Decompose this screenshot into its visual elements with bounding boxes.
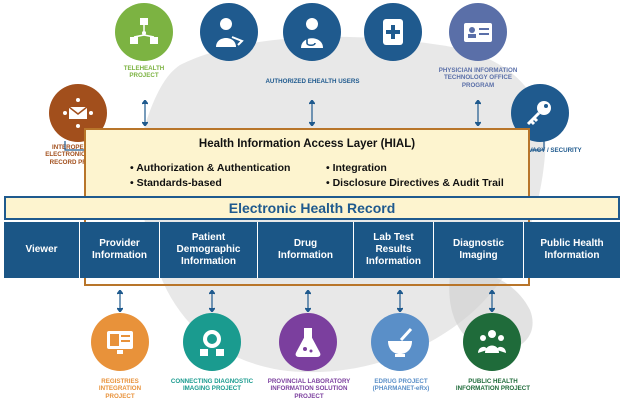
arrow-public-health [489, 290, 495, 312]
patient-icon [200, 3, 258, 61]
hial-bullet-integration: • Integration [326, 162, 387, 174]
arrow-imaging [209, 290, 215, 312]
ehr-cell-provider: Provider Information [80, 222, 160, 278]
ehr-cell-imaging: Diagnostic Imaging [434, 222, 524, 278]
mortar-icon [371, 313, 429, 371]
ehr-cell-lab: Lab Test Results Information [354, 222, 434, 278]
hial-bullet-standards: • Standards-based [130, 177, 222, 189]
authorized-users-label: AUTHORIZED EHEALTH USERS [265, 78, 360, 85]
doctor-icon [283, 3, 341, 61]
physician-it-label: PHYSICIAN INFORMATION TECHNOLOGY OFFICE … [438, 67, 518, 89]
hial-bullet-disclosure: • Disclosure Directives & Audit Trail [326, 177, 504, 189]
arrow-registries [117, 290, 123, 312]
id-card-icon [449, 3, 507, 61]
ehr-cell-public-health: Public Health Information [524, 222, 620, 278]
ehr-cell-viewer: Viewer [4, 222, 80, 278]
registry-icon [91, 313, 149, 371]
ehr-title: Electronic Health Record [4, 196, 620, 220]
arrow-telehealth [142, 100, 148, 126]
flask-icon [279, 313, 337, 371]
ehr-cell-patient: Patient Demographic Information [160, 222, 258, 278]
arrow-edrug [397, 290, 403, 312]
arrow-physician [475, 100, 481, 126]
envelope-network-icon [49, 84, 107, 142]
arrow-users [309, 100, 315, 126]
privacy-security-label: PRIVACY / SECURITY [518, 147, 582, 154]
hial-bullet-auth: • Authorization & Authentication [130, 162, 291, 174]
connector-left [64, 141, 84, 151]
telehealth-icon [115, 3, 173, 61]
arrow-lab [305, 290, 311, 312]
ehr-row: Viewer Provider Information Patient Demo… [4, 222, 620, 278]
medical-cross-icon [364, 3, 422, 61]
public-health-label: PUBLIC HEALTH INFORMATION PROJECT [455, 378, 531, 393]
imaging-label: CONNECTING DIAGNOSTIC IMAGING PROJECT [170, 378, 254, 393]
people-icon [463, 313, 521, 371]
lab-label: PROVINCIAL LABORATORY INFORMATION SOLUTI… [267, 378, 351, 400]
imaging-icon [183, 313, 241, 371]
hial-title: Health Information Access Layer (HIAL) [198, 138, 416, 150]
telehealth-label: TELEHEALTH PROJECT [123, 65, 165, 80]
connector-right [531, 141, 545, 151]
registries-label: REGISTRIES INTEGRATION PROJECT [98, 378, 142, 400]
edrug-label: EDRUG PROJECT (PHARMANET-eRx) [372, 378, 430, 393]
hial-box: Health Information Access Layer (HIAL) •… [84, 128, 530, 198]
ehr-cell-drug: Drug Information [258, 222, 354, 278]
